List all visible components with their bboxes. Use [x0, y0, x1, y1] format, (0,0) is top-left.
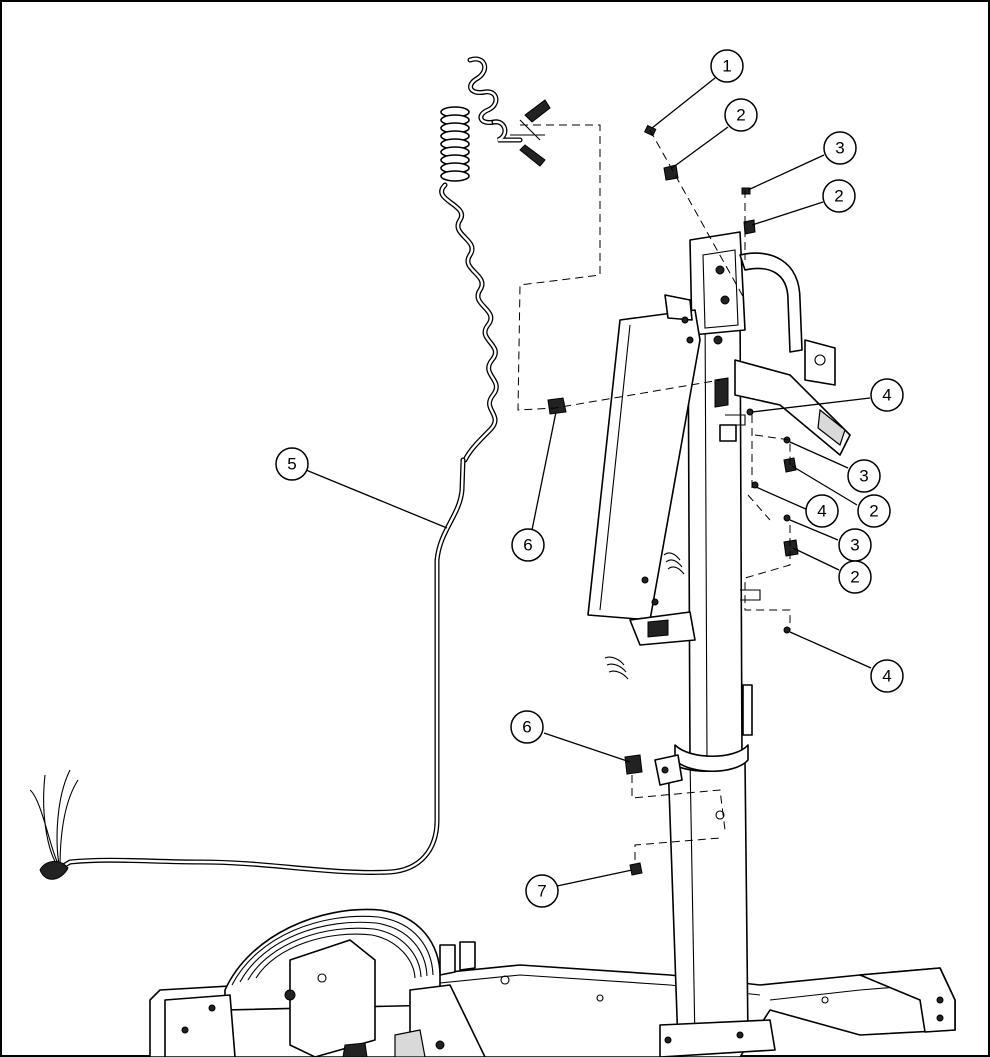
callout-label: 2 — [869, 502, 878, 521]
callout-4: 4 — [870, 659, 904, 693]
callout-7: 7 — [525, 874, 559, 908]
callout-3: 3 — [847, 459, 881, 493]
main-mast — [654, 231, 851, 1057]
callout-label: 4 — [817, 502, 826, 521]
callout-label: 4 — [882, 667, 891, 686]
callout-label: 2 — [850, 568, 859, 587]
callout-5: 5 — [275, 447, 309, 481]
callout-label: 3 — [850, 536, 859, 555]
callout-2: 2 — [822, 179, 856, 213]
callout-6: 6 — [511, 528, 545, 562]
callout-2: 2 — [724, 98, 758, 132]
leader-lines — [305, 77, 872, 887]
callout-label: 1 — [722, 57, 731, 76]
callout-6: 6 — [510, 710, 544, 744]
callouts: 1 2 3 2 4 3 2 4 — [275, 49, 904, 908]
callout-label: 2 — [834, 187, 843, 206]
callout-label: 5 — [287, 455, 296, 474]
coiled-hose — [29, 56, 551, 880]
callout-label: 7 — [537, 882, 546, 901]
callout-2: 2 — [857, 494, 891, 528]
callout-3: 3 — [823, 131, 857, 165]
callout-label: 3 — [835, 139, 844, 158]
callout-label: 4 — [882, 386, 891, 405]
callout-label: 6 — [522, 718, 531, 737]
callout-1: 1 — [710, 49, 744, 83]
assembly-lines — [517, 124, 791, 860]
callout-label: 2 — [736, 106, 745, 125]
callout-4: 4 — [805, 494, 839, 528]
side-boom — [587, 294, 701, 680]
reel-drum — [164, 908, 486, 1057]
callout-label: 3 — [859, 467, 868, 486]
callout-2: 2 — [838, 560, 872, 594]
callout-label: 6 — [523, 536, 532, 555]
callout-3: 3 — [838, 528, 872, 562]
callout-4: 4 — [870, 378, 904, 412]
hardware-parts — [547, 124, 799, 876]
